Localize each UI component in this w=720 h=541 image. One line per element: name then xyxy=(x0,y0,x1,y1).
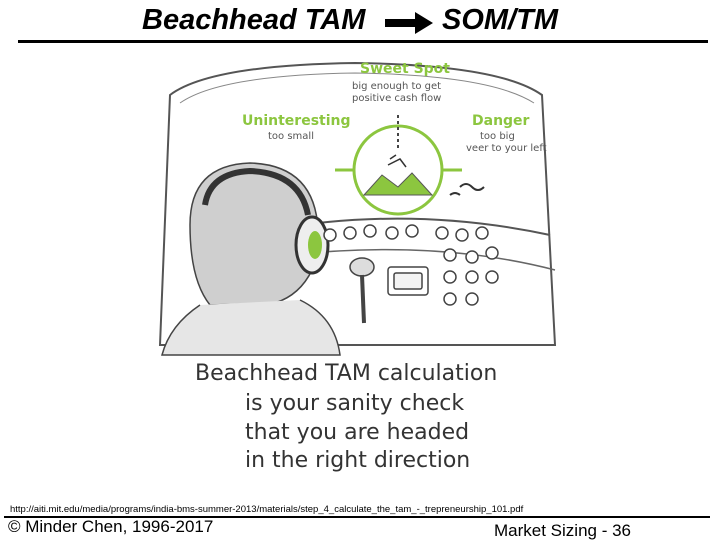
gear-stick xyxy=(349,257,375,324)
sweet-spot-line1: big enough to get xyxy=(352,81,441,92)
caption-line-3: that you are headed xyxy=(245,420,469,445)
bold-right-arrow-icon xyxy=(385,12,433,34)
caption-line-4: in the right direction xyxy=(245,448,470,473)
uninteresting-line1: too small xyxy=(268,131,314,142)
copyright-notice: © Minder Chen, 1996-2017 xyxy=(8,517,214,536)
sweet-spot-line2: positive cash flow xyxy=(352,93,441,104)
driver-with-headphones xyxy=(161,162,341,356)
danger-line1: too big xyxy=(480,131,515,142)
page-number: Market Sizing - 36 xyxy=(494,521,631,540)
caption-line-1: Beachhead TAM calculation xyxy=(195,361,497,386)
uninteresting-label: Uninteresting xyxy=(242,113,351,129)
water-waves xyxy=(449,183,485,196)
title-right-text: SOM/TM xyxy=(442,4,558,36)
windshield-frame xyxy=(158,61,557,346)
beachhead-cartoon-illustration: Sweet Spot big enough to get positive ca… xyxy=(158,61,557,473)
footer-rule xyxy=(4,516,710,518)
danger-line2: veer to your left xyxy=(466,143,547,154)
windshield-inner xyxy=(179,72,535,104)
dashboard-controls xyxy=(323,224,499,306)
title-underline xyxy=(18,40,708,43)
source-link[interactable]: http://aiti.mit.edu/media/programs/india… xyxy=(10,504,524,515)
sweet-spot-label: Sweet Spot xyxy=(360,61,450,77)
danger-label: Danger xyxy=(472,113,530,129)
title-left-text: Beachhead TAM xyxy=(142,4,366,36)
sweet-spot-target xyxy=(335,115,462,216)
cartoon-caption: Beachhead TAM calculation is your sanity… xyxy=(195,361,497,473)
caption-line-2: is your sanity check xyxy=(245,391,464,416)
slide-title: Beachhead TAM SOM/TM xyxy=(0,2,720,42)
